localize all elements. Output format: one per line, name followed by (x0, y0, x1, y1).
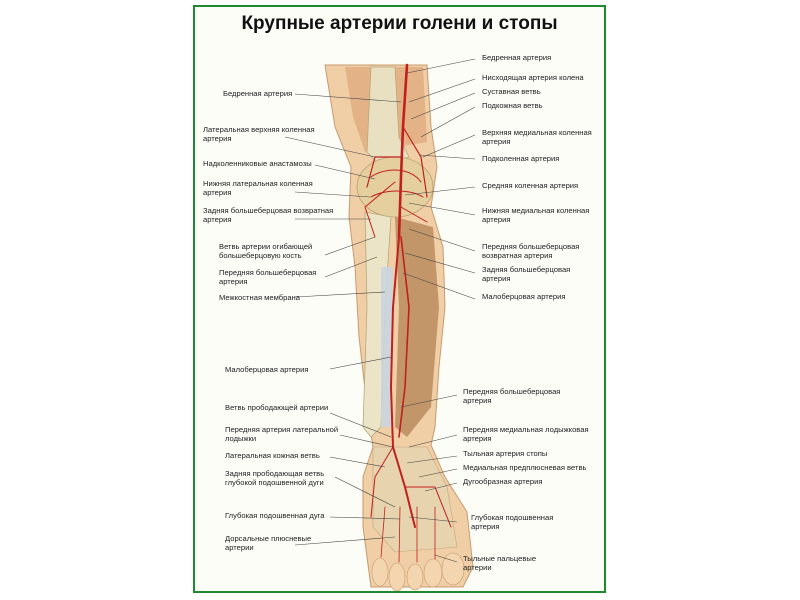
label-circumflex-fibular-branch: Ветвь артерии огибающей (219, 242, 313, 251)
label-medial-superior-genicular: Верхняя медиальная коленная (482, 128, 592, 137)
label-medial-inferior-genicular-2: артерия (482, 215, 511, 224)
label-descending-genicular: Нисходящая артерия колена (482, 73, 584, 82)
label-deep-plantar-arch: Глубокая подошвенная дуга (225, 511, 325, 520)
label-anterior-tibial-artery-right-2: артерия (463, 396, 492, 405)
label-middle-genicular: Средняя коленная артерия (482, 181, 579, 190)
label-posterior-tibial-artery: Задняя большеберцовая (482, 265, 571, 274)
label-arcuate-artery: Дугообразная артерия (463, 477, 543, 486)
label-femoral-artery-right: Бедренная артерия (482, 53, 552, 62)
label-dorsal-digital-arteries: Тыльные пальцевые (463, 554, 537, 563)
label-dorsal-metatarsal-arteries-2: артерии (225, 543, 254, 552)
leg-illustration (284, 58, 476, 591)
label-anterior-tibial-artery-left: Передняя большеберцовая (219, 268, 317, 277)
label-fibular-artery-right: Малоберцовая артерия (482, 292, 566, 301)
label-fibular-artery-left: Малоберцовая артерия (225, 365, 309, 374)
label-lateral-cutaneous-branch: Латеральная кожная ветвь (225, 451, 320, 460)
label-medial-superior-genicular-2: артерия (482, 137, 511, 146)
label-deep-plantar-artery-2: артерия (471, 522, 500, 531)
label-deep-plantar-artery: Глубокая подошвенная (471, 513, 554, 522)
poster-frame: Крупные артерии голени и стопы (193, 5, 606, 593)
label-dorsal-metatarsal-arteries: Дорсальные плюсневые (225, 534, 312, 543)
label-lateral-superior-genicular-2: артерия (203, 134, 232, 143)
label-posterior-perforating-branch: Задняя прободающая ветвь (225, 469, 325, 478)
label-anterior-tibial-recurrent-2: возвратная артерия (482, 251, 553, 260)
label-anterior-lateral-malleolar-2: лодыжки (225, 434, 257, 443)
label-anterior-lateral-malleolar: Передняя артерия латеральной (225, 425, 339, 434)
foot-bones (372, 446, 458, 553)
label-anterior-tibial-artery-left-2: артерия (219, 277, 248, 286)
label-anterior-tibial-artery-right: Передняя большеберцовая (463, 387, 561, 396)
knee-joint (356, 156, 434, 218)
label-interosseous-membrane: Межкостная мембрана (219, 293, 300, 302)
label-medial-inferior-genicular: Нижняя медиальная коленная (482, 206, 590, 215)
label-patellar-anastomoses: Надколенниковые анастамозы (203, 159, 312, 168)
label-posterior-tibial-recurrent: Задняя большеберцовая возвратная (203, 206, 334, 215)
label-perforating-branch: Ветвь прободающей артерии (225, 403, 329, 412)
label-posterior-perforating-branch-2: глубокой подошвенной дуги (225, 478, 324, 487)
label-lateral-inferior-genicular-2: артерия (203, 188, 232, 197)
label-circumflex-fibular-branch-2: большеберцовую кость (219, 251, 302, 260)
label-femoral-artery-left: Бедренная артерия (223, 89, 293, 98)
label-articular-branch: Суставная ветвь (482, 87, 541, 96)
label-posterior-tibial-recurrent-2: артерия (203, 215, 232, 224)
label-dorsalis-pedis: Тыльная артерия стопы (463, 449, 548, 458)
femur-bone (366, 66, 410, 168)
label-posterior-tibial-artery-2: артерия (482, 274, 511, 283)
page-title: Крупные артерии голени и стопы (241, 13, 558, 34)
toes (371, 552, 465, 591)
label-anterior-medial-malleolar-2: артерия (463, 434, 492, 443)
label-medial-tarsal-branch: Медиальная предплюсневая ветвь (463, 463, 587, 472)
label-lateral-inferior-genicular: Нижняя латеральная коленная (203, 179, 313, 188)
label-saphenous-branch: Подкожная ветвь (482, 101, 543, 110)
leader-lines-left (284, 93, 402, 546)
label-popliteal-artery: Подколенная артерия (482, 154, 560, 163)
label-lateral-superior-genicular: Латеральная верхняя коленная (203, 125, 315, 134)
leader-lines-right (400, 58, 476, 563)
label-dorsal-digital-arteries-2: артерии (463, 563, 492, 572)
arteries (364, 63, 452, 563)
label-anterior-tibial-recurrent: Передняя большеберцовая (482, 242, 580, 251)
label-anterior-medial-malleolar: Передняя медиальная лодыжковая (463, 425, 589, 434)
